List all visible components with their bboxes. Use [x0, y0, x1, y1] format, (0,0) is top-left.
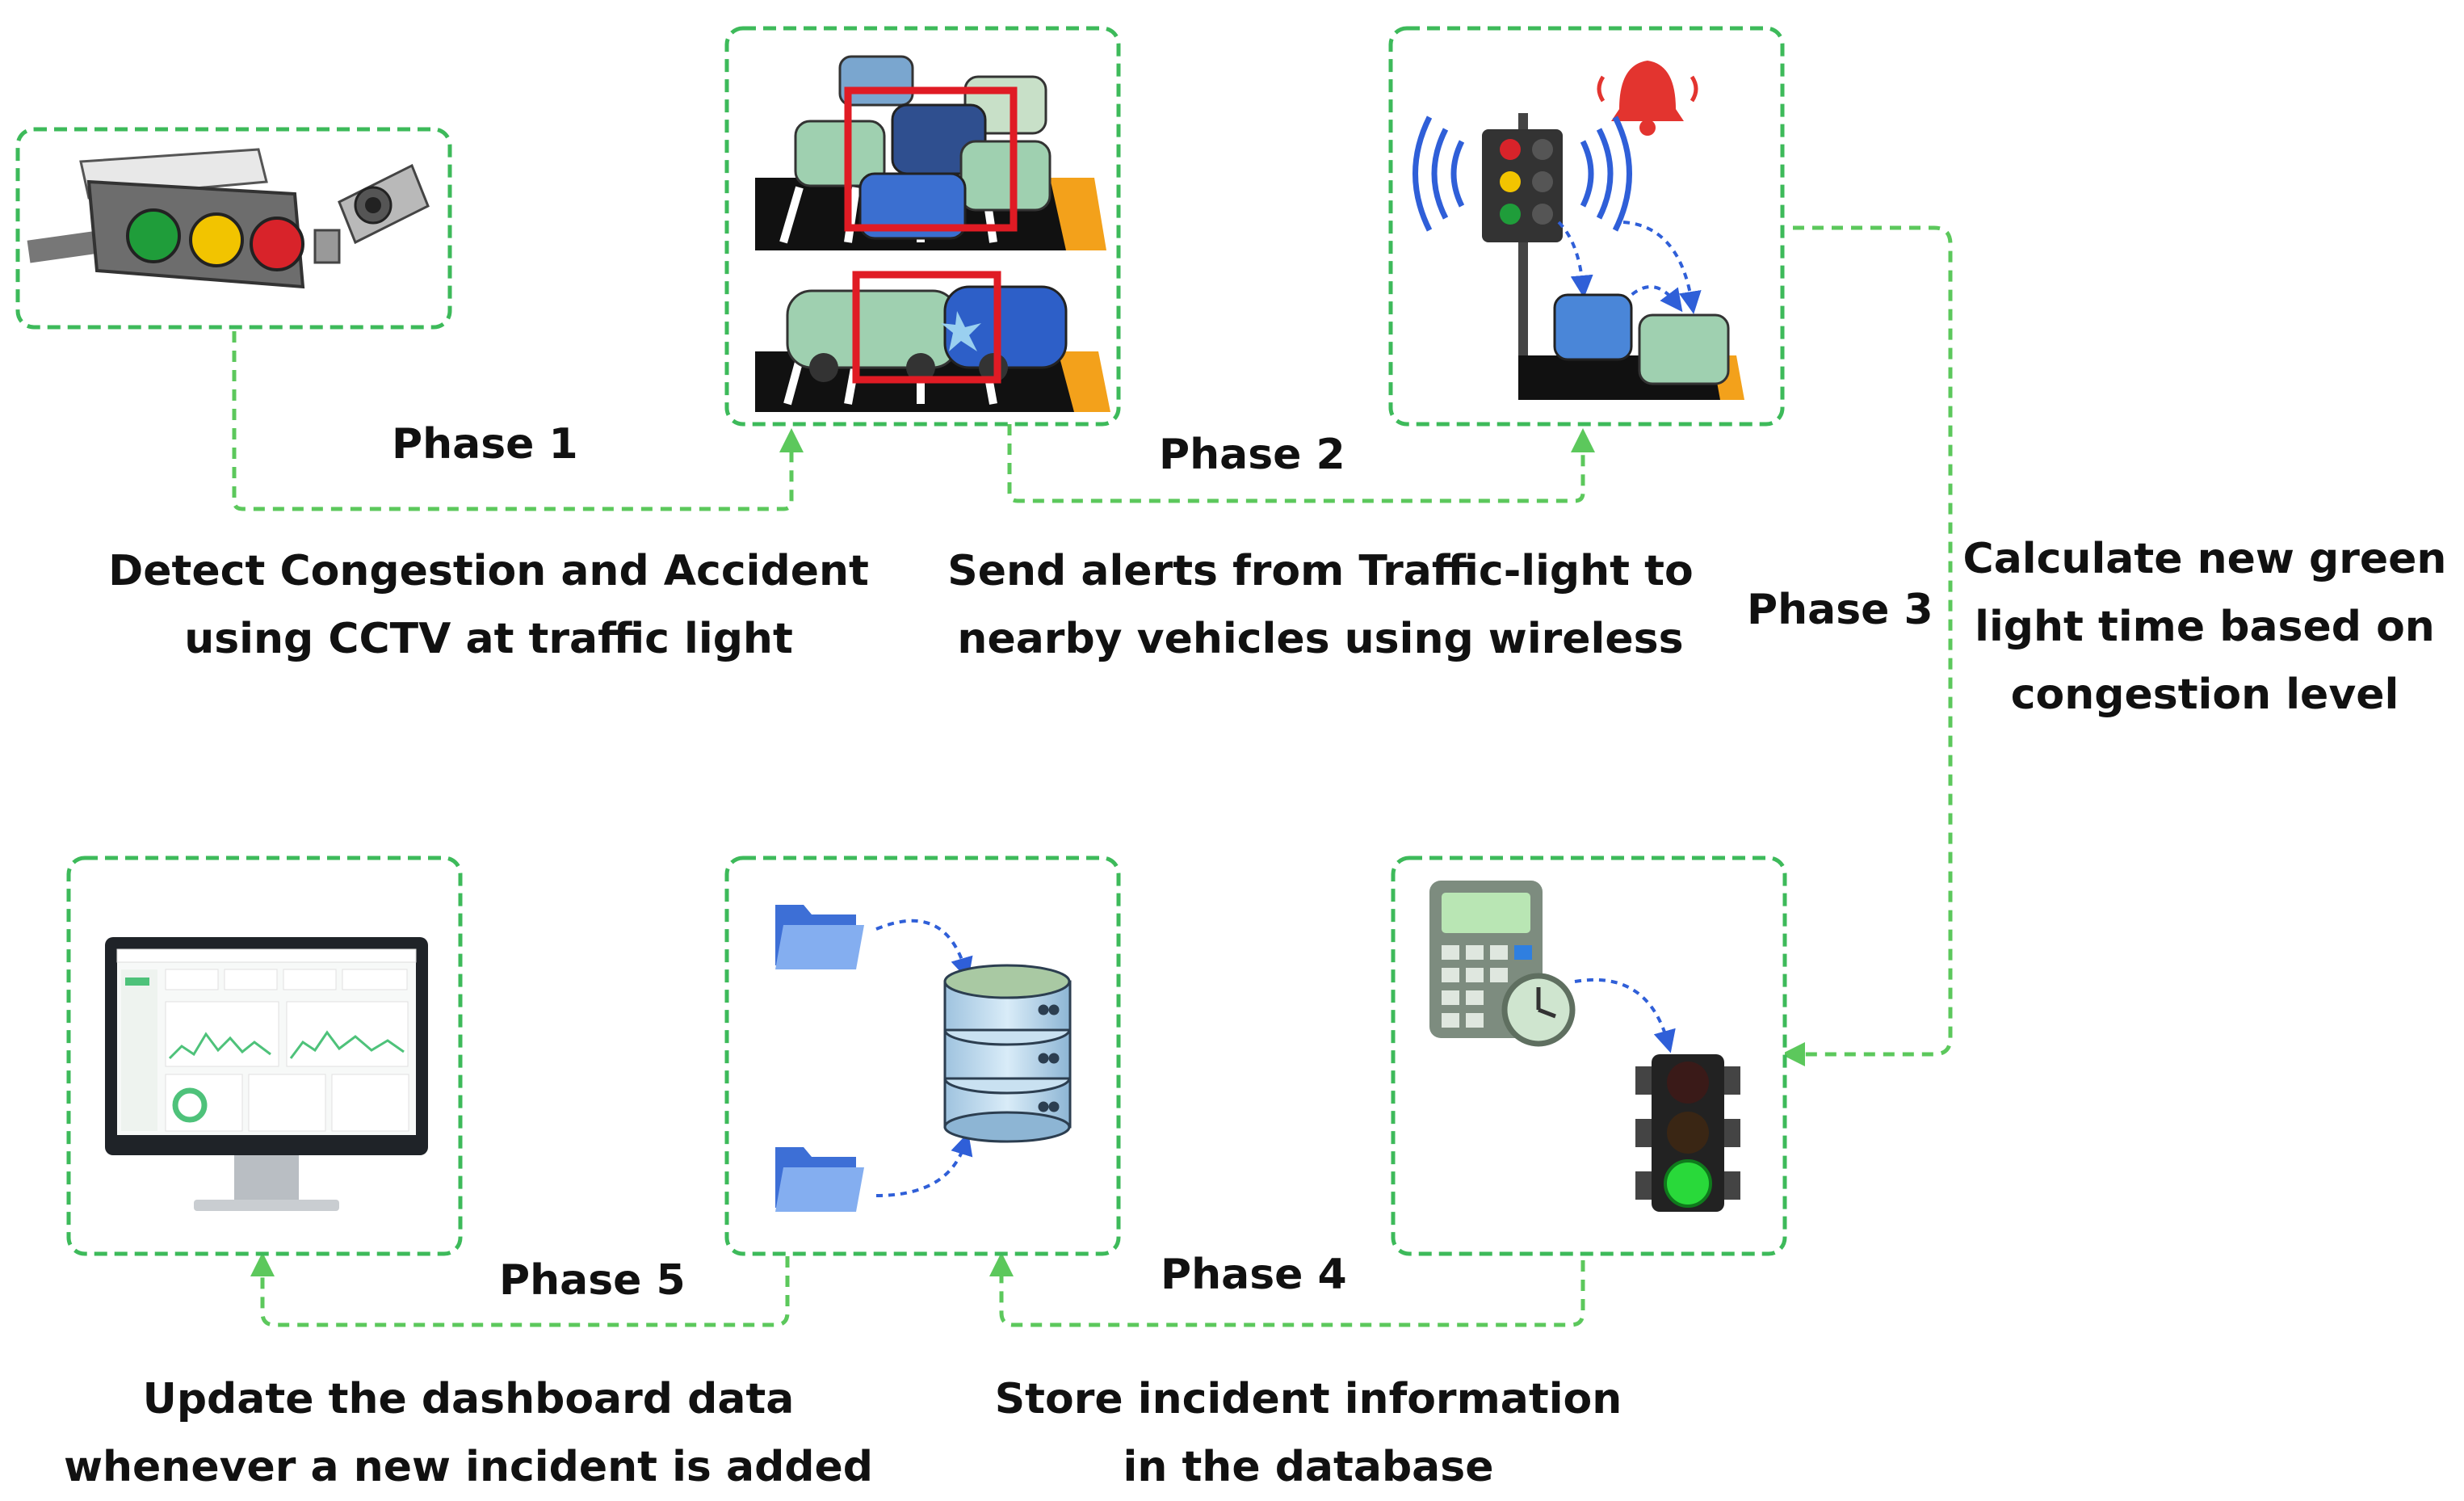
- phase-3-description-line-3: congestion level: [2010, 671, 2399, 719]
- phase-2-label: Phase 2: [1159, 431, 1345, 479]
- alarm-bell-icon: [1597, 61, 1698, 136]
- phase-1-description-line-1: Detect Congestion and Accident: [108, 547, 869, 595]
- connector-phase-4: [989, 1252, 1585, 1327]
- connector-phase-1: [232, 331, 804, 511]
- red-lamp: [250, 217, 304, 271]
- phase-3-description-line-1: Calculate new green: [1962, 535, 2447, 583]
- database-cylinder-icon: [943, 964, 1072, 1143]
- folder-icon-bottom: [775, 1147, 864, 1212]
- congestion-accident-detection-icon: [755, 55, 1110, 412]
- phase-4-description: Store incident information in the databa…: [977, 1365, 1639, 1501]
- green-lamp: [126, 208, 181, 263]
- phase-2-description-line-1: Send alerts from Traffic-light to: [947, 547, 1694, 595]
- yellow-lamp: [189, 212, 244, 267]
- phase-5-label: Phase 5: [499, 1256, 686, 1305]
- phase-4-description-line-2: in the database: [1123, 1443, 1494, 1491]
- connector-phase-5: [250, 1252, 790, 1327]
- phase-5-description-line-2: whenever a new incident is added: [63, 1443, 873, 1491]
- phase-1-label: Phase 1: [392, 420, 578, 469]
- congestion-detection-box: [844, 86, 1018, 232]
- green-lamp-on: [1664, 1159, 1712, 1208]
- phase-4-description-line-1: Store incident information: [994, 1375, 1622, 1423]
- calculator-clock-green-light-icon: [1429, 881, 1740, 1212]
- phase-1-description: Detect Congestion and Accident using CCT…: [73, 537, 905, 673]
- monitor-dashboard-icon: [105, 937, 428, 1211]
- connectors: [232, 225, 1953, 1327]
- connector-phase-2: [1007, 424, 1595, 503]
- wireless-alert-traffic-light-icon: [1412, 61, 1744, 400]
- cctv-traffic-light-icon: [27, 148, 430, 289]
- phase-1-description-line-2: using CCTV at traffic light: [184, 615, 793, 663]
- phase-3-description: Calculate new green light time based on …: [1954, 525, 2455, 729]
- accident-detection-box: [852, 271, 1001, 384]
- phase-4-label: Phase 4: [1161, 1251, 1347, 1299]
- phase-3-label: Phase 3: [1747, 586, 1933, 634]
- connector-phase-3: [1781, 225, 1953, 1066]
- phase-3-description-line-2: light time based on: [1975, 603, 2435, 651]
- phase-2-description-line-2: nearby vehicles using wireless: [957, 615, 1684, 663]
- folder-icon-top: [775, 905, 864, 969]
- phase-5-description: Update the dashboard data whenever a new…: [48, 1365, 888, 1501]
- phase-2-description: Send alerts from Traffic-light to nearby…: [937, 537, 1704, 673]
- phase-5-description-line-1: Update the dashboard data: [142, 1375, 795, 1423]
- database-folders-icon: [775, 905, 1072, 1212]
